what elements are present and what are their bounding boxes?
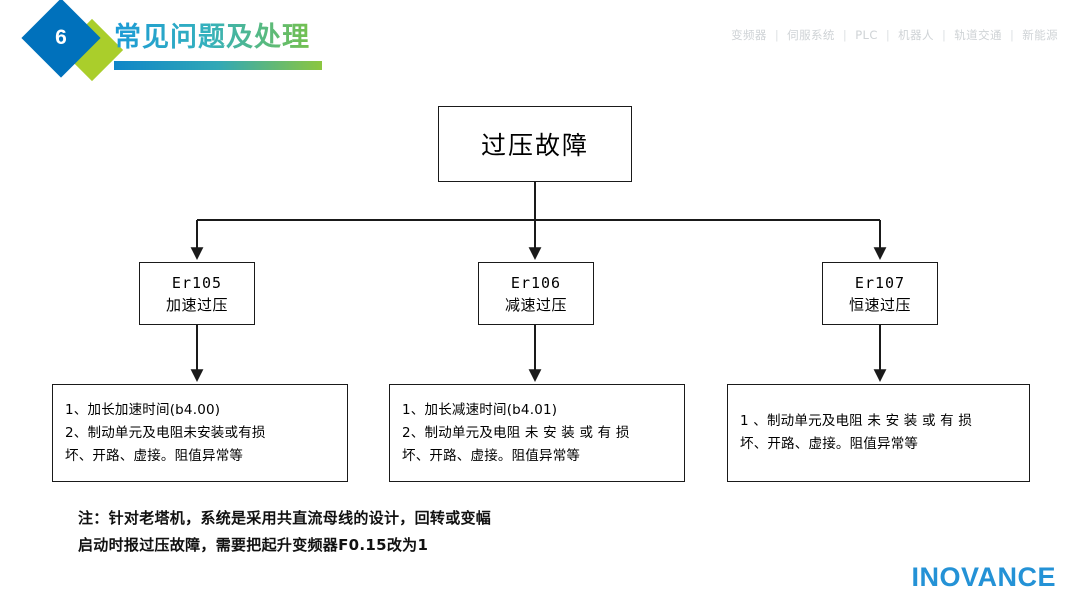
note-line-2: 启动时报过压故障，需要把起升变频器F0.15改为1: [78, 536, 429, 554]
node-er105-code: Er105: [171, 273, 223, 292]
nav-item-2[interactable]: PLC: [855, 28, 878, 42]
nav-separator: |: [941, 28, 947, 42]
node-er106-name: 减速过压: [504, 295, 567, 314]
nav-separator: |: [1009, 28, 1015, 42]
node-root-overvoltage-fault[interactable]: 过压故障: [438, 106, 632, 182]
company-logo: INOVANCE: [911, 562, 1056, 592]
node-er105[interactable]: Er105 加速过压: [139, 262, 255, 325]
section-number-badge: 6: [18, 0, 138, 92]
page-title: 常见问题及处理: [114, 22, 322, 54]
note-block: 注：针对老塔机，系统是采用共直流母线的设计，回转或变幅 启动时报过压故障，需要把…: [78, 505, 778, 559]
remedy-line: 1 、制动单元及电阻 未 安 装 或 有 损: [740, 413, 973, 429]
nav-item-3[interactable]: 机器人: [898, 28, 934, 42]
node-er106[interactable]: Er106 减速过压: [478, 262, 594, 325]
nav-item-1[interactable]: 伺服系统: [787, 28, 835, 42]
node-er107-name: 恒速过压: [848, 295, 911, 314]
node-er107-remedies[interactable]: 1 、制动单元及电阻 未 安 装 或 有 损 坏、开路、虚接。阻值异常等: [727, 384, 1030, 482]
remedy-line: 坏、开路、虚接。阻值异常等: [65, 447, 244, 464]
note-line-1: 注：针对老塔机，系统是采用共直流母线的设计，回转或变幅: [78, 509, 492, 527]
node-er106-remedies[interactable]: 1、加长减速时间(b4.01) 2、制动单元及电阻 未 安 装 或 有 损 坏、…: [389, 384, 685, 482]
nav-separator: |: [842, 28, 848, 42]
remedy-line: 1、加长减速时间(b4.01): [402, 401, 558, 418]
remedy-line: 2、制动单元及电阻未安装或有损: [65, 424, 266, 441]
title-block: 常见问题及处理: [114, 22, 322, 70]
nav-item-0[interactable]: 变频器: [731, 28, 767, 42]
slide-header: 6 常见问题及处理 变频器 | 伺服系统 | PLC | 机器人 | 轨道交通 …: [0, 0, 1080, 95]
top-nav: 变频器 | 伺服系统 | PLC | 机器人 | 轨道交通 | 新能源: [731, 27, 1058, 43]
node-er105-name: 加速过压: [165, 295, 228, 314]
node-er107-code: Er107: [854, 273, 906, 292]
remedy-line: 1、加长加速时间(b4.00): [65, 401, 221, 418]
nav-item-4[interactable]: 轨道交通: [954, 28, 1002, 42]
node-root-label: 过压故障: [480, 131, 589, 160]
section-number: 6: [55, 26, 67, 49]
nav-separator: |: [774, 28, 780, 42]
title-underline: [114, 61, 322, 70]
nav-item-5[interactable]: 新能源: [1022, 28, 1058, 42]
node-er107[interactable]: Er107 恒速过压: [822, 262, 938, 325]
nav-separator: |: [885, 28, 891, 42]
remedy-line: 2、制动单元及电阻 未 安 装 或 有 损: [402, 424, 630, 441]
node-er106-code: Er106: [510, 273, 562, 292]
remedy-line: 坏、开路、虚接。阻值异常等: [402, 447, 581, 464]
remedy-line: 坏、开路、虚接。阻值异常等: [740, 436, 919, 452]
node-er105-remedies[interactable]: 1、加长加速时间(b4.00) 2、制动单元及电阻未安装或有损 坏、开路、虚接。…: [52, 384, 348, 482]
